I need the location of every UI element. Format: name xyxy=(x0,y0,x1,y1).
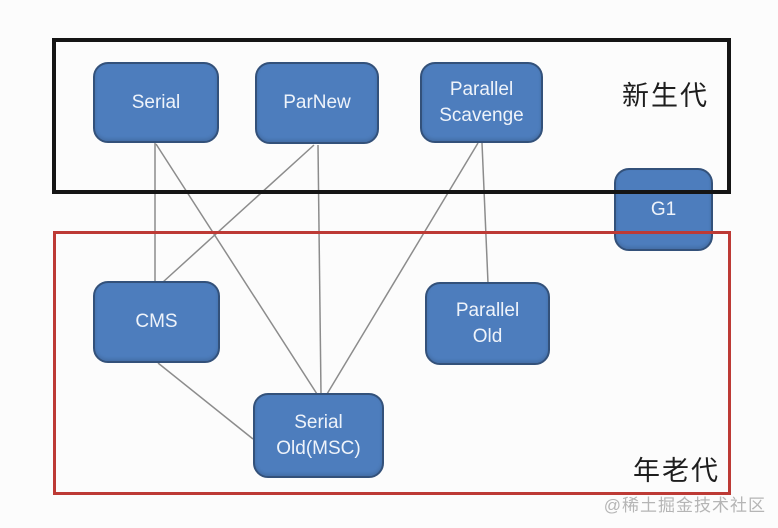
young-generation-label: 新生代 xyxy=(622,81,709,111)
node-cms: CMS xyxy=(93,281,220,363)
edge-parallel-scavenge-parallel-old xyxy=(481,142,489,284)
edge-parnew-serial-old xyxy=(317,144,322,395)
node-g1-label: G1 xyxy=(650,198,677,220)
edge-parallel-scavenge-serial-old xyxy=(326,142,479,395)
node-serial-old: Serial Old(MSC) xyxy=(253,393,384,478)
node-parallel-scavenge-label: Parallel Scavenge xyxy=(439,78,524,126)
node-parallel-old: Parallel Old xyxy=(425,282,550,365)
edge-parnew-cms xyxy=(162,144,315,283)
node-serial: Serial xyxy=(93,62,219,143)
node-parallel-old-label: Parallel Old xyxy=(455,299,520,347)
node-serial-label: Serial xyxy=(131,91,181,113)
node-g1: G1 xyxy=(614,168,713,251)
old-generation-label: 年老代 xyxy=(633,456,720,486)
node-serial-old-label: Serial Old(MSC) xyxy=(276,411,361,459)
node-cms-label: CMS xyxy=(135,311,178,333)
node-parallel-scavenge: Parallel Scavenge xyxy=(420,62,543,143)
edge-serial-serial-old xyxy=(155,143,318,395)
edge-cms-serial-old xyxy=(157,362,254,440)
node-parnew-label: ParNew xyxy=(283,92,351,114)
watermark-text: @稀土掘金技术社区 xyxy=(603,496,766,515)
node-parnew: ParNew xyxy=(255,62,379,144)
